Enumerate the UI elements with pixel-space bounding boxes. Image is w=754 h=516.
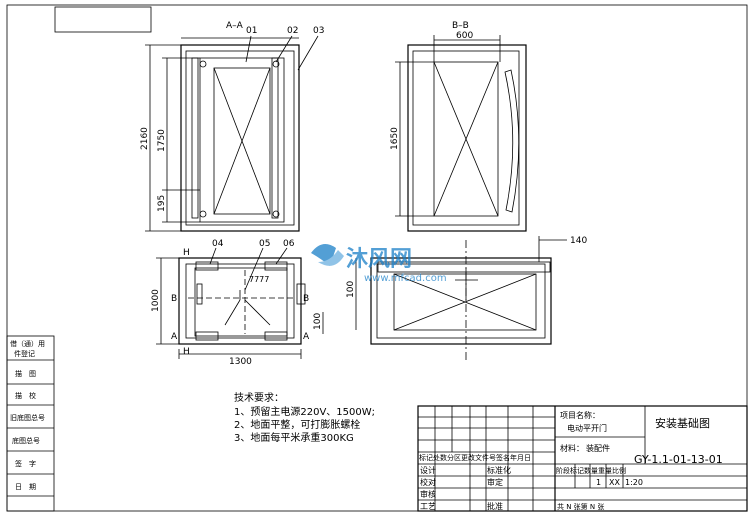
sheet-border — [6, 4, 748, 512]
revision-header: 标记处数分区更改文件号签名年月日 — [419, 453, 531, 462]
dim-side-100: 100 — [346, 281, 356, 298]
sheet-count: 共 N 张第 N 张 — [557, 502, 604, 511]
strip-cell-5: 旧底图总号 — [10, 413, 45, 422]
tech-note-3: 3、地面每平米承重300KG — [234, 431, 354, 444]
drawing-title: 安装基础图 — [655, 416, 710, 430]
section-b-left: B — [171, 294, 177, 304]
dim-plan-depth: 1000 — [151, 289, 161, 312]
dim-height-door: 1750 — [157, 129, 167, 152]
quantity: 1 — [596, 478, 601, 487]
dim-height-total: 2160 — [140, 127, 150, 150]
view-plan: 7777 04 05 06 H H B B A A 1000 1300 100 — [151, 239, 324, 367]
role-design: 设计 — [420, 465, 436, 475]
top-left-box — [54, 6, 152, 33]
watermark-brand: 沐风网 — [346, 247, 412, 272]
callout-04: 04 — [212, 239, 224, 249]
project-label: 项目名称： — [560, 410, 600, 420]
section-a-left: A — [171, 332, 178, 342]
section-a-right: A — [303, 332, 310, 342]
leader-x: 7777 — [249, 275, 269, 284]
drawing-number: GY-1.1-01-13-01 — [634, 453, 723, 466]
section-label-bb: B–B — [452, 21, 469, 31]
role-ratify: 批准 — [487, 501, 503, 511]
stage-header: 阶段标记数量重量比例 — [556, 466, 626, 475]
strip-cell-7: 签 字 — [15, 459, 36, 468]
callout-01: 01 — [246, 26, 257, 36]
dim-height-base: 195 — [157, 195, 167, 212]
strip-cell-4: 描 校 — [15, 391, 36, 400]
title-block: 项目名称： 电动平开门 材料： 装配件 安装基础图 GY-1.1-01-13-0… — [417, 405, 748, 512]
section-b-right: B — [303, 294, 309, 304]
project-value: 电动平开门 — [567, 423, 607, 433]
strip-cell-8: 日 期 — [15, 483, 36, 491]
dim-side-140: 140 — [570, 236, 587, 246]
strip-cell-6: 底图总号 — [12, 436, 40, 445]
strip-cell-3: 描 图 — [15, 369, 36, 378]
role-process: 工艺 — [420, 502, 436, 511]
role-approve: 审定 — [487, 477, 503, 487]
tech-notes: 技术要求： 1、预留主电源220V、1500W; 2、地面平整，可打膨胀螺栓 3… — [234, 391, 375, 444]
scale: 1:20 — [625, 478, 643, 487]
callout-05: 05 — [259, 239, 270, 249]
view-side: 140 100 — [346, 236, 587, 362]
watermark-logo: 沐风网 www.mfcad.com — [311, 244, 447, 284]
view-aa: A–A 01 02 03 2160 1750 195 — [140, 21, 324, 232]
role-review: 审核 — [420, 489, 436, 499]
callout-06: 06 — [283, 239, 295, 249]
weight: XX — [609, 478, 620, 487]
role-standard: 标准化 — [487, 465, 511, 475]
section-label-aa: A–A — [226, 21, 244, 31]
tech-note-1: 1、预留主电源220V、1500W; — [234, 405, 375, 418]
tech-note-2: 2、地面平整，可打膨胀螺栓 — [234, 418, 360, 431]
strip-cell-1: 借（通）用 — [10, 339, 45, 348]
section-h-bottom: H — [183, 347, 190, 357]
dim-plan-100: 100 — [313, 313, 323, 330]
tech-notes-title: 技术要求： — [234, 391, 284, 404]
dim-plan-width: 1300 — [229, 357, 252, 367]
dim-width-bb: 600 — [456, 31, 473, 41]
material-value: 装配件 — [586, 443, 610, 453]
material-label: 材料： — [560, 443, 584, 453]
dim-height-bb: 1650 — [390, 127, 400, 150]
view-bb: B–B 600 1650 — [390, 21, 527, 232]
watermark-url: www.mfcad.com — [364, 273, 447, 284]
strip-cell-2: 件登记 — [14, 349, 35, 358]
callout-02: 02 — [287, 26, 298, 36]
callout-03: 03 — [313, 26, 324, 36]
left-registration-strip: 借（通）用 件登记 描 图 描 校 旧底图总号 底图总号 签 字 日 期 — [6, 335, 55, 512]
role-check: 校对 — [420, 477, 436, 487]
section-h-top: H — [183, 248, 190, 258]
